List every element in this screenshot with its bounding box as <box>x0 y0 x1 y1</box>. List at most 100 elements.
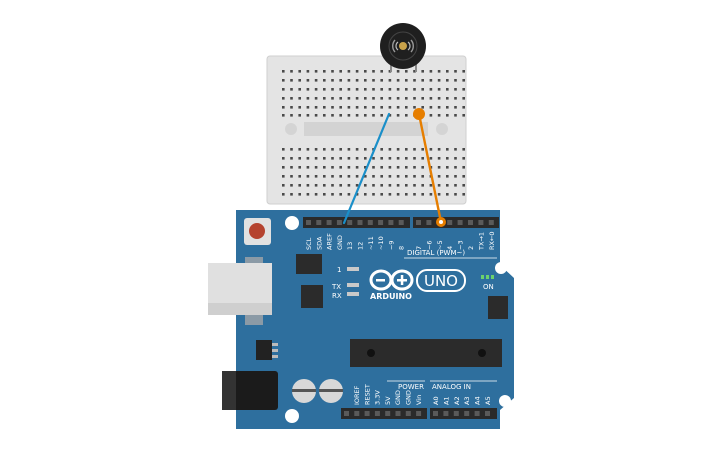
breadboard-hole[interactable] <box>388 148 392 151</box>
breadboard-hole[interactable] <box>323 193 326 196</box>
breadboard-hole[interactable] <box>372 166 375 169</box>
breadboard-hole[interactable] <box>388 70 392 73</box>
breadboard-hole[interactable] <box>462 79 465 82</box>
breadboard-hole[interactable] <box>372 97 375 100</box>
header-pin[interactable] <box>357 220 363 225</box>
breadboard-hole[interactable] <box>429 97 433 100</box>
breadboard-hole[interactable] <box>282 106 285 109</box>
breadboard-hole[interactable] <box>380 166 383 169</box>
breadboard-hole[interactable] <box>462 193 465 196</box>
breadboard-hole[interactable] <box>347 175 351 178</box>
breadboard-hole[interactable] <box>454 193 457 196</box>
breadboard-hole[interactable] <box>396 166 400 169</box>
breadboard-hole[interactable] <box>372 106 375 109</box>
breadboard-hole[interactable] <box>437 70 441 73</box>
breadboard-hole[interactable] <box>290 79 293 82</box>
breadboard-holes[interactable] <box>282 70 465 196</box>
breadboard-hole[interactable] <box>437 79 441 82</box>
breadboard-hole[interactable] <box>380 114 383 117</box>
breadboard-hole[interactable] <box>421 79 424 82</box>
breadboard-hole[interactable] <box>413 97 416 100</box>
breadboard-hole[interactable] <box>314 97 318 100</box>
power-header[interactable] <box>341 408 427 419</box>
breadboard-hole[interactable] <box>396 193 400 196</box>
breadboard-hole[interactable] <box>405 175 408 178</box>
header-pin[interactable] <box>354 411 360 416</box>
breadboard-hole[interactable] <box>347 193 351 196</box>
breadboard-hole[interactable] <box>298 114 301 117</box>
breadboard-hole[interactable] <box>405 193 408 196</box>
breadboard-hole[interactable] <box>282 114 285 117</box>
breadboard-hole[interactable] <box>446 97 449 100</box>
gnd-wire[interactable] <box>342 112 391 225</box>
breadboard-hole[interactable] <box>372 79 375 82</box>
breadboard-hole[interactable] <box>347 148 351 151</box>
breadboard-hole[interactable] <box>405 79 408 82</box>
breadboard-hole[interactable] <box>454 106 457 109</box>
breadboard-hole[interactable] <box>339 166 342 169</box>
breadboard-hole[interactable] <box>314 114 318 117</box>
wire-endpoint[interactable] <box>413 108 425 120</box>
mini-breadboard[interactable] <box>266 55 467 205</box>
breadboard-hole[interactable] <box>314 70 318 73</box>
breadboard-hole[interactable] <box>462 114 465 117</box>
breadboard-hole[interactable] <box>298 148 301 151</box>
breadboard-hole[interactable] <box>323 79 326 82</box>
breadboard-hole[interactable] <box>372 175 375 178</box>
breadboard-hole[interactable] <box>437 88 441 91</box>
breadboard-hole[interactable] <box>421 157 424 160</box>
header-pin[interactable] <box>405 411 411 416</box>
header-pin[interactable] <box>326 220 332 225</box>
breadboard-hole[interactable] <box>388 97 392 100</box>
breadboard-hole[interactable] <box>429 106 433 109</box>
breadboard-hole[interactable] <box>323 175 326 178</box>
breadboard-hole[interactable] <box>331 148 334 151</box>
breadboard-hole[interactable] <box>446 106 449 109</box>
breadboard-hole[interactable] <box>462 184 465 187</box>
header-pin[interactable] <box>478 220 484 225</box>
header-pin[interactable] <box>347 220 353 225</box>
breadboard-hole[interactable] <box>290 184 293 187</box>
breadboard-hole[interactable] <box>339 148 342 151</box>
breadboard-hole[interactable] <box>364 175 367 178</box>
breadboard-hole[interactable] <box>364 70 367 73</box>
breadboard-hole[interactable] <box>339 79 342 82</box>
breadboard-hole[interactable] <box>421 184 424 187</box>
breadboard-hole[interactable] <box>437 106 441 109</box>
header-pin[interactable] <box>447 220 453 225</box>
breadboard-hole[interactable] <box>388 193 392 196</box>
breadboard-hole[interactable] <box>380 175 383 178</box>
breadboard-hole[interactable] <box>372 157 375 160</box>
header-pin[interactable] <box>488 220 494 225</box>
breadboard-hole[interactable] <box>364 97 367 100</box>
breadboard-hole[interactable] <box>323 184 326 187</box>
breadboard-hole[interactable] <box>462 97 465 100</box>
header-pin[interactable] <box>464 411 470 416</box>
breadboard-hole[interactable] <box>405 88 408 91</box>
breadboard-hole[interactable] <box>290 88 293 91</box>
breadboard-hole[interactable] <box>413 70 416 73</box>
breadboard-hole[interactable] <box>306 70 310 73</box>
breadboard-hole[interactable] <box>364 106 367 109</box>
breadboard-hole[interactable] <box>298 166 301 169</box>
header-pin[interactable] <box>416 220 421 225</box>
breadboard-hole[interactable] <box>429 184 433 187</box>
breadboard-hole[interactable] <box>429 70 433 73</box>
breadboard-hole[interactable] <box>454 148 457 151</box>
breadboard-hole[interactable] <box>396 97 400 100</box>
breadboard-hole[interactable] <box>306 175 310 178</box>
breadboard-hole[interactable] <box>314 166 318 169</box>
breadboard-hole[interactable] <box>355 184 359 187</box>
breadboard-hole[interactable] <box>331 193 334 196</box>
breadboard-hole[interactable] <box>429 88 433 91</box>
breadboard-hole[interactable] <box>306 148 310 151</box>
breadboard-hole[interactable] <box>462 175 465 178</box>
breadboard-hole[interactable] <box>405 166 408 169</box>
breadboard-hole[interactable] <box>372 114 375 117</box>
breadboard-hole[interactable] <box>339 157 342 160</box>
breadboard-hole[interactable] <box>405 184 408 187</box>
breadboard-hole[interactable] <box>282 97 285 100</box>
breadboard-hole[interactable] <box>298 70 301 73</box>
breadboard-hole[interactable] <box>372 88 375 91</box>
